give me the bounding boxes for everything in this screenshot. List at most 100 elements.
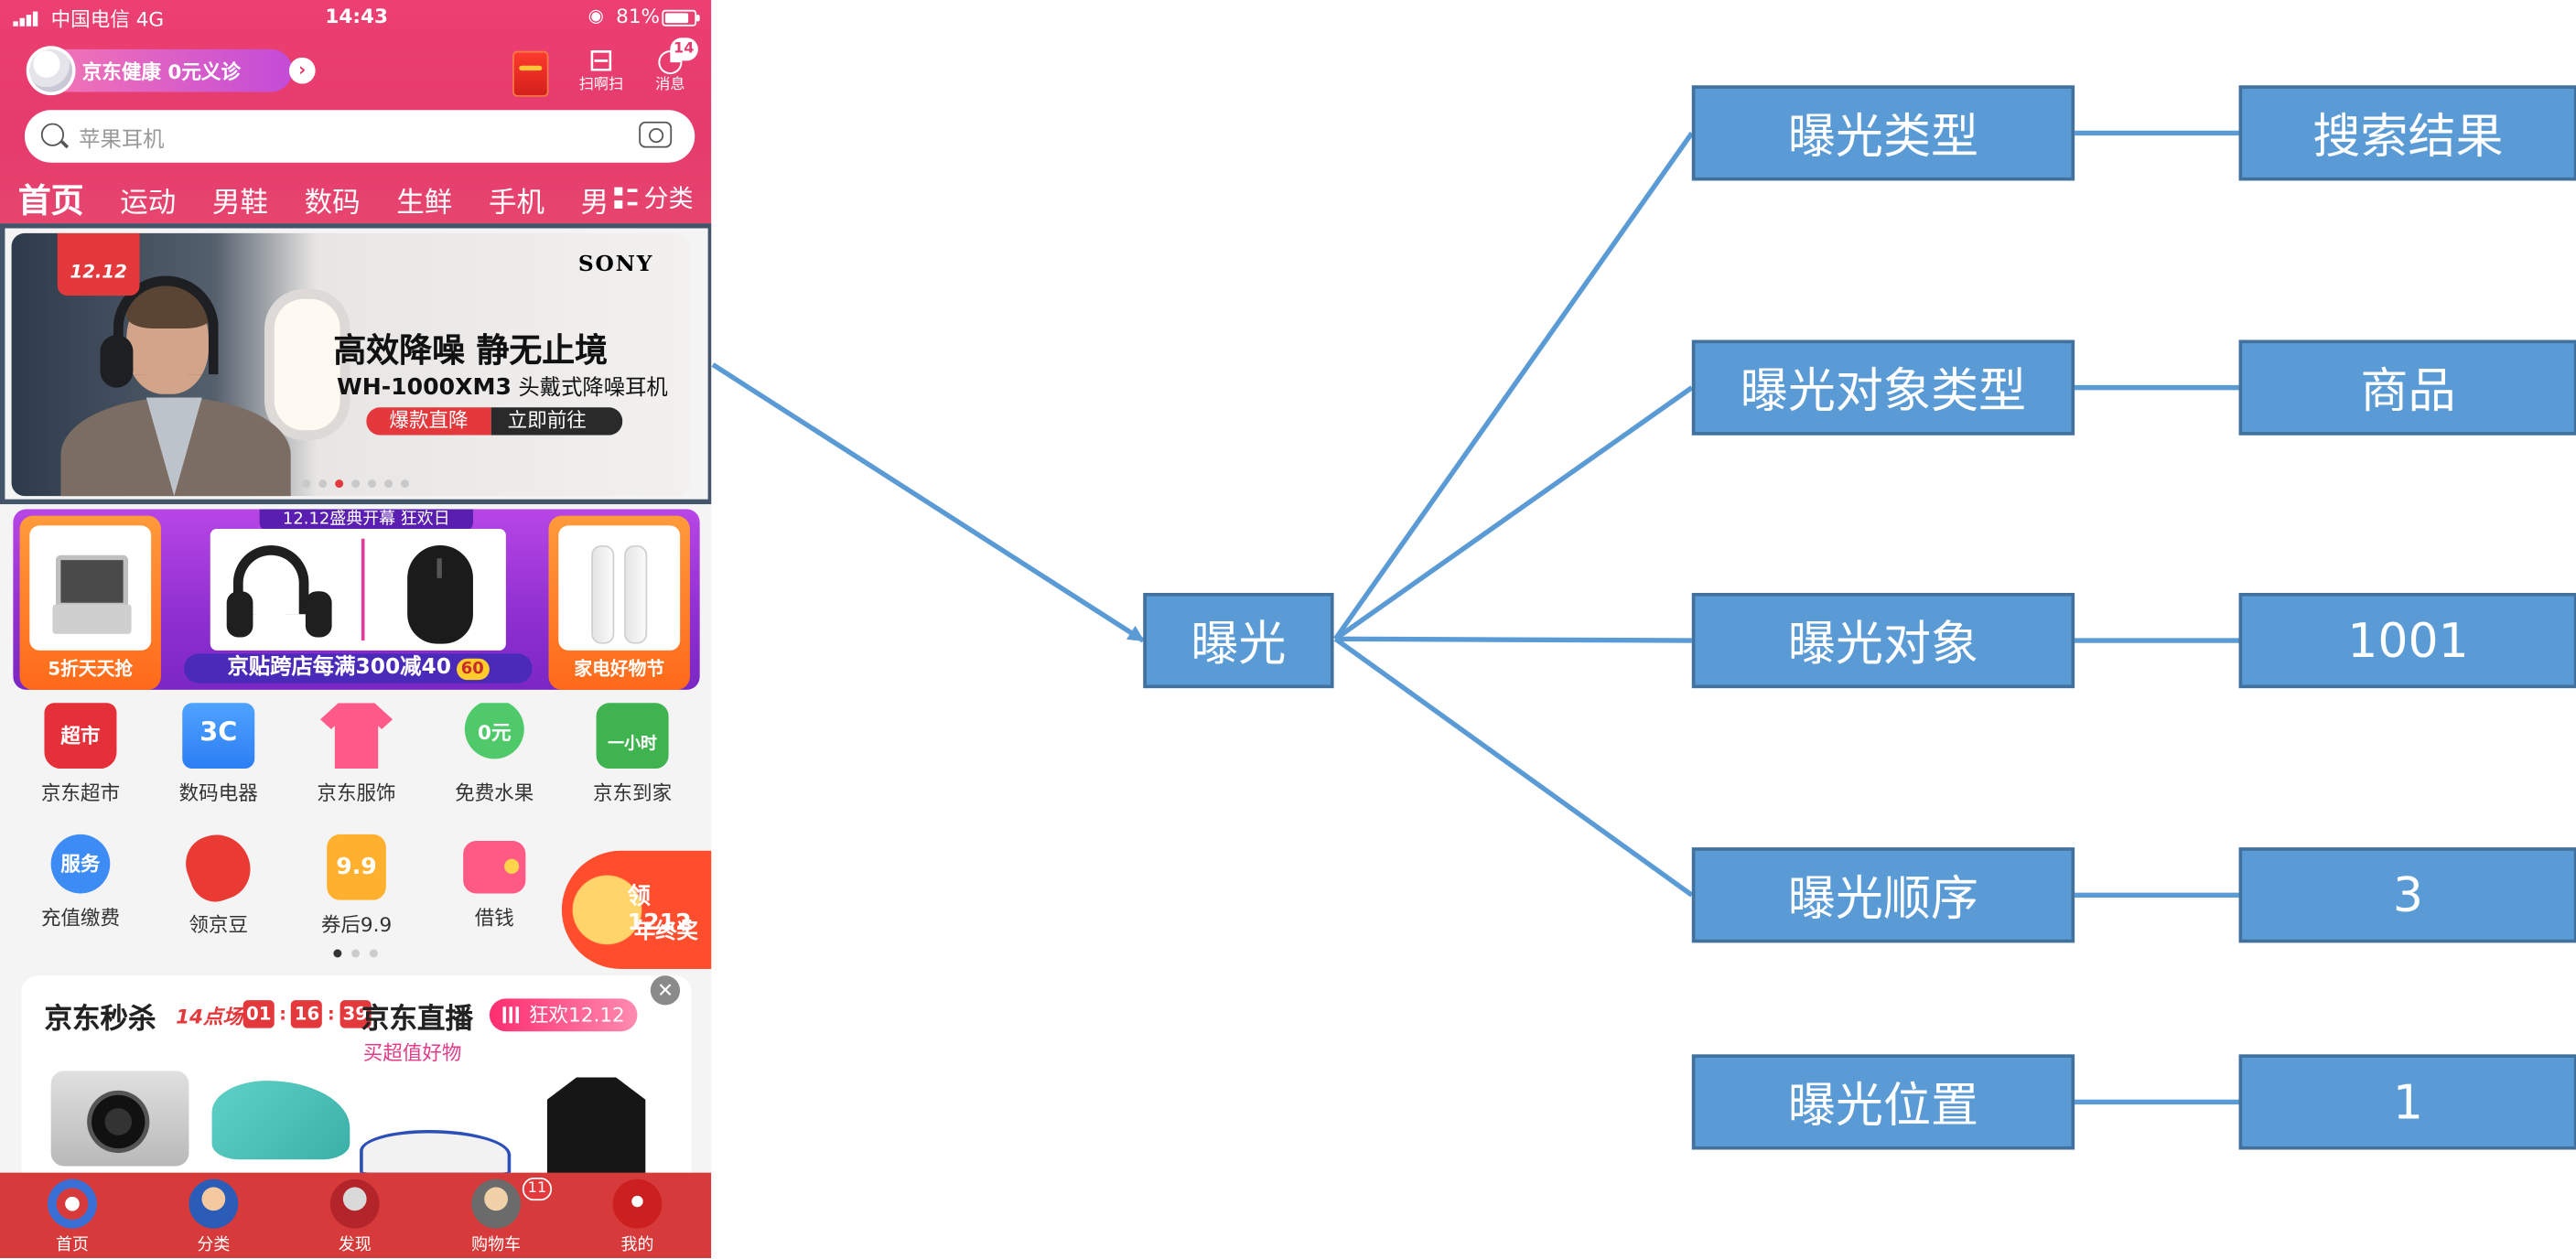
search-icon [40,123,65,146]
messages-label: 消息 [655,77,685,94]
battery-percent: 81% [616,5,661,28]
seckill-card[interactable]: 京东秒杀 14点场 01: 16: 39 京东直播 狂欢12.12 买超值好物 … [21,975,692,1189]
category-hero-icon [189,1178,239,1229]
exposure-order-value: 3 [2238,847,2576,943]
camera-search-icon[interactable] [639,121,673,148]
exposure-type-node: 曝光类型 [1691,85,2075,181]
banner-headline: 高效降噪 静无止境 [333,329,609,370]
connector-root-type [1333,131,1695,640]
quick-label: 京东服饰 [317,781,396,805]
quick-recharge[interactable]: 服务 充值缴费 [13,834,147,931]
tab-phones[interactable]: 手机 [488,187,544,221]
exposure-position-node: 曝光位置 [1691,1054,2075,1150]
tab-home[interactable]: 首页 [17,180,84,221]
promo-right-caption: 家电好物节 [574,658,665,681]
promo-center-products[interactable] [210,528,506,651]
search-placeholder: 苹果耳机 [79,128,165,153]
exposure-root-node: 曝光 [1143,592,1334,689]
search-input[interactable]: 苹果耳机 [24,110,695,163]
quick-label: 领京豆 [189,913,249,937]
tab-bar-category[interactable]: 分类 [143,1173,284,1258]
promo-left-caption: 5折天天抢 [48,658,134,681]
air-conditioner-icon [624,544,648,644]
headphone-cup [100,335,134,388]
quick-coupon-99[interactable]: 9.9 券后9.9 [289,834,424,938]
countdown-minutes: 16 [291,1000,323,1028]
promo-appliances[interactable]: 家电好物节 [548,515,690,690]
discover-hero-icon [329,1178,380,1229]
exposure-object-type-value: 商品 [2238,339,2576,436]
tab-bar-label: 首页 [56,1236,89,1255]
deal-chip: 60 [456,658,490,681]
scan-button[interactable]: ⊟ 扫啊扫 [577,44,626,95]
jd-mascot-icon [26,46,76,96]
close-icon[interactable]: ✕ [650,975,681,1006]
battery-icon [662,9,700,27]
tab-bar-label: 发现 [338,1236,372,1255]
jacket-product[interactable] [546,1077,646,1189]
exposure-type-value: 搜索结果 [2238,85,2576,181]
tab-mens[interactable]: 男 [580,187,609,221]
gaming-mouse-product [407,544,473,644]
quick-digital-appliances[interactable]: 3C 数码电器 [151,703,286,806]
banner-cta-go: 立即前往 [490,407,623,436]
chevron-right-icon[interactable]: › [288,57,316,84]
quick-label: 借钱 [474,906,514,930]
promo-band: 12.12盛典开幕 狂欢日 5折天天抢 家电好物 [13,509,700,690]
tab-sports[interactable]: 运动 [120,187,177,221]
headphones-product [232,544,309,615]
banner-cta[interactable]: 爆款直降 立即前往 [366,407,623,436]
live-subtitle: 买超值好物 [362,1041,462,1065]
category-menu-label: 分类 [643,184,694,214]
quick-label: 充值缴费 [40,906,121,930]
airplane-window [274,298,340,431]
banner-cta-discount: 爆款直降 [366,407,491,436]
hero-banner[interactable]: 12.12 SONY 高效降噪 静无止境 WH-1000XM3 头戴式降噪耳机 … [11,232,690,497]
tab-fresh[interactable]: 生鲜 [396,187,453,221]
scan-icon: ⊟ [587,42,615,80]
service-icon: 服务 [50,834,111,894]
quick-borrow[interactable]: 借钱 [427,834,562,931]
tab-bar-label: 购物车 [471,1236,522,1255]
exposure-object-type-node: 曝光对象类型 [1691,339,2075,436]
me-hero-icon [612,1178,663,1229]
air-conditioner-icon [591,544,615,644]
sony-logo: SONY [577,253,654,278]
red-packet-icon[interactable] [512,50,549,97]
quick-free-fruit[interactable]: 0元 免费水果 [427,703,562,806]
health-promo-pill[interactable]: 京东健康 0元义诊 [26,46,293,96]
tab-digital[interactable]: 数码 [304,187,361,221]
connector-root-order [1333,637,1694,898]
tab-bar-label: 我的 [620,1236,654,1255]
tab-bar-me[interactable]: 我的 [566,1173,707,1258]
countdown-hours: 01 [243,1000,275,1028]
headphones-icon [113,275,219,375]
category-menu-button[interactable]: 分类 [614,180,694,216]
tab-mens-shoes[interactable]: 男鞋 [211,187,268,221]
float-ad-line2: 年终奖 [633,920,698,945]
quick-jd-apparel[interactable]: 京东服饰 [289,703,424,806]
banner-pagination [302,479,409,489]
tab-bar-discover[interactable]: 发现 [285,1173,426,1258]
tab-bar-home[interactable]: 首页 [2,1173,143,1258]
live-chip[interactable]: 狂欢12.12 [489,998,639,1032]
promo-text: 京东健康 0元义诊 [81,59,242,83]
quick-label: 京东超市 [40,781,121,805]
tab-bar-label: 分类 [197,1236,231,1255]
promo-half-price[interactable]: 5折天天抢 [19,515,161,690]
tab-bar-cart[interactable]: 购物车 [426,1173,566,1258]
year-end-bonus-float[interactable]: 领1212 年终奖 [561,850,712,970]
rotation-lock-icon: ◉ [587,5,604,27]
product-divider [361,538,365,641]
quick-jd-supermarket[interactable]: 超市 京东超市 [13,703,147,806]
quick-jd-daojia[interactable]: 一小时 京东到家 [565,703,699,806]
camera-product[interactable] [50,1071,189,1167]
icon-grid-pagination [333,949,378,958]
cart-hero-icon [471,1178,522,1229]
quick-jd-beans[interactable]: 领京豆 [151,825,286,938]
signal-icon [13,10,38,27]
float-ad-line1: 领1212 [627,883,692,937]
seckill-session: 14点场 [176,1005,243,1028]
